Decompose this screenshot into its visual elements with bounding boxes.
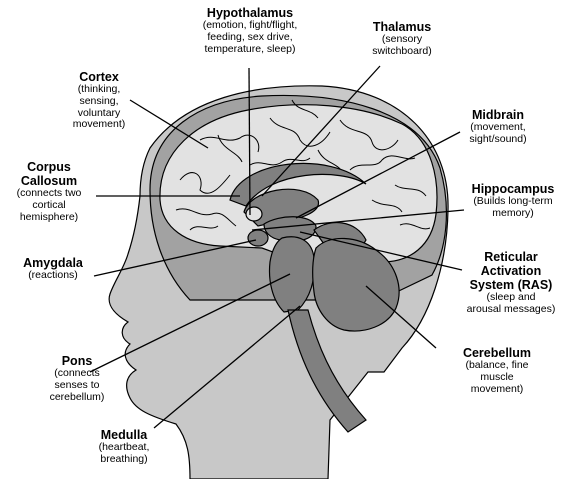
thalamus-desc-line-2: switchboard) <box>372 44 432 57</box>
corpus-callosum-desc-line-3: hemisphere) <box>19 210 79 223</box>
cerebellum-label: Cerebellum (balance, fine muscle movemen… <box>440 346 554 395</box>
cerebellum-desc-line-1: (balance, fine <box>465 359 529 371</box>
cortex-desc-line-3: voluntary <box>77 106 121 119</box>
hypothalamus-desc-line-2: feeding, sex drive, <box>207 30 293 43</box>
amygdala-label: Amygdala (reactions) <box>6 256 100 282</box>
ras-title-line-3: System (RAS) <box>469 278 553 292</box>
ras-desc-line-2: arousal messages) <box>466 302 556 315</box>
thalamus-label: Thalamus (sensory switchboard) <box>354 20 450 58</box>
amygdala-line <box>93 239 257 277</box>
amygdala-title: Amygdala <box>23 256 83 270</box>
medulla-label: Medulla (heartbeat, breathing) <box>78 428 170 466</box>
pons-desc-line-2: senses to <box>54 378 100 391</box>
hippocampus-line <box>251 209 465 231</box>
hypothalamus-title: Hypothalamus <box>206 6 294 20</box>
medulla-line <box>153 305 301 429</box>
thalamus-desc-line-1: (sensory <box>381 33 423 45</box>
medulla-title: Medulla <box>100 428 148 442</box>
corpus-callosum-title-line-2: Callosum <box>20 174 78 188</box>
ras-title-line-2: Activation <box>480 264 542 278</box>
corpus-callosum-desc-line-2: cortical <box>32 198 66 211</box>
hypothalamus-label: Hypothalamus (emotion, fight/flight, fee… <box>176 6 324 55</box>
medulla-desc-line-2: breathing) <box>100 452 148 465</box>
hypothalamus-desc-line-1: (emotion, fight/flight, <box>202 19 298 31</box>
cerebellum-title: Cerebellum <box>462 346 532 360</box>
hypothalamus-desc-line-3: temperature, sleep) <box>204 42 296 55</box>
pons-label: Pons (connects senses to cerebellum) <box>30 354 124 403</box>
cortex-title: Cortex <box>79 70 119 84</box>
midbrain-label: Midbrain (movement, sight/sound) <box>446 108 550 146</box>
cortex-line <box>129 99 209 149</box>
corpus-callosum-label: Corpus Callosum (connects two cortical h… <box>2 160 96 223</box>
cortex-desc-line-2: sensing, <box>79 94 119 107</box>
cortex-folds <box>175 99 431 231</box>
corpus-callosum-title-line-1: Corpus <box>27 160 71 174</box>
hippocampus-title: Hippocampus <box>471 182 555 196</box>
midbrain-desc-line-1: (movement, <box>470 121 526 133</box>
midbrain-line <box>295 131 461 219</box>
cerebellum-desc-line-3: movement) <box>470 382 524 395</box>
pons-line <box>89 273 291 373</box>
pons-desc-line-1: (connects <box>54 367 100 379</box>
ras-desc-line-1: (sleep and <box>486 291 536 303</box>
pons-desc-line-3: cerebellum) <box>49 390 105 403</box>
cerebellum-shape <box>312 237 400 332</box>
thalamus-title: Thalamus <box>372 20 432 34</box>
cerebellum-desc-line-2: muscle <box>480 370 514 383</box>
cortex-label: Cortex (thinking, sensing, voluntary mov… <box>56 70 142 131</box>
pons-title: Pons <box>61 354 93 368</box>
hippocampus-desc-line-1: (Builds long-term <box>473 195 553 207</box>
midbrain-desc-line-2: sight/sound) <box>469 132 527 145</box>
hippocampus-label: Hippocampus (Builds long-term memory) <box>460 182 566 220</box>
cerebellum-line <box>365 285 437 349</box>
amygdala-shape <box>247 229 269 247</box>
amygdala-desc-line-1: (reactions) <box>28 269 78 281</box>
medulla-desc-line-1: (heartbeat, <box>98 441 150 453</box>
ras-title-line-1: Reticular <box>484 250 538 264</box>
hippocampus-desc-line-2: memory) <box>492 206 534 219</box>
ras-line <box>299 231 463 271</box>
cortex-desc-line-1: (thinking, <box>77 83 121 95</box>
thalamus-line <box>261 65 381 197</box>
hypothalamus-line <box>248 67 251 216</box>
cortex-desc-line-4: movement) <box>72 118 126 131</box>
midbrain-title: Midbrain <box>471 108 525 122</box>
hypothalamus-shape <box>245 206 263 222</box>
leader-lines <box>89 65 465 429</box>
corpus-callosum-desc-line-1: (connects two <box>16 187 82 199</box>
medulla-shape <box>287 309 367 433</box>
ras-label: Reticular Activation System (RAS) (sleep… <box>458 250 564 316</box>
